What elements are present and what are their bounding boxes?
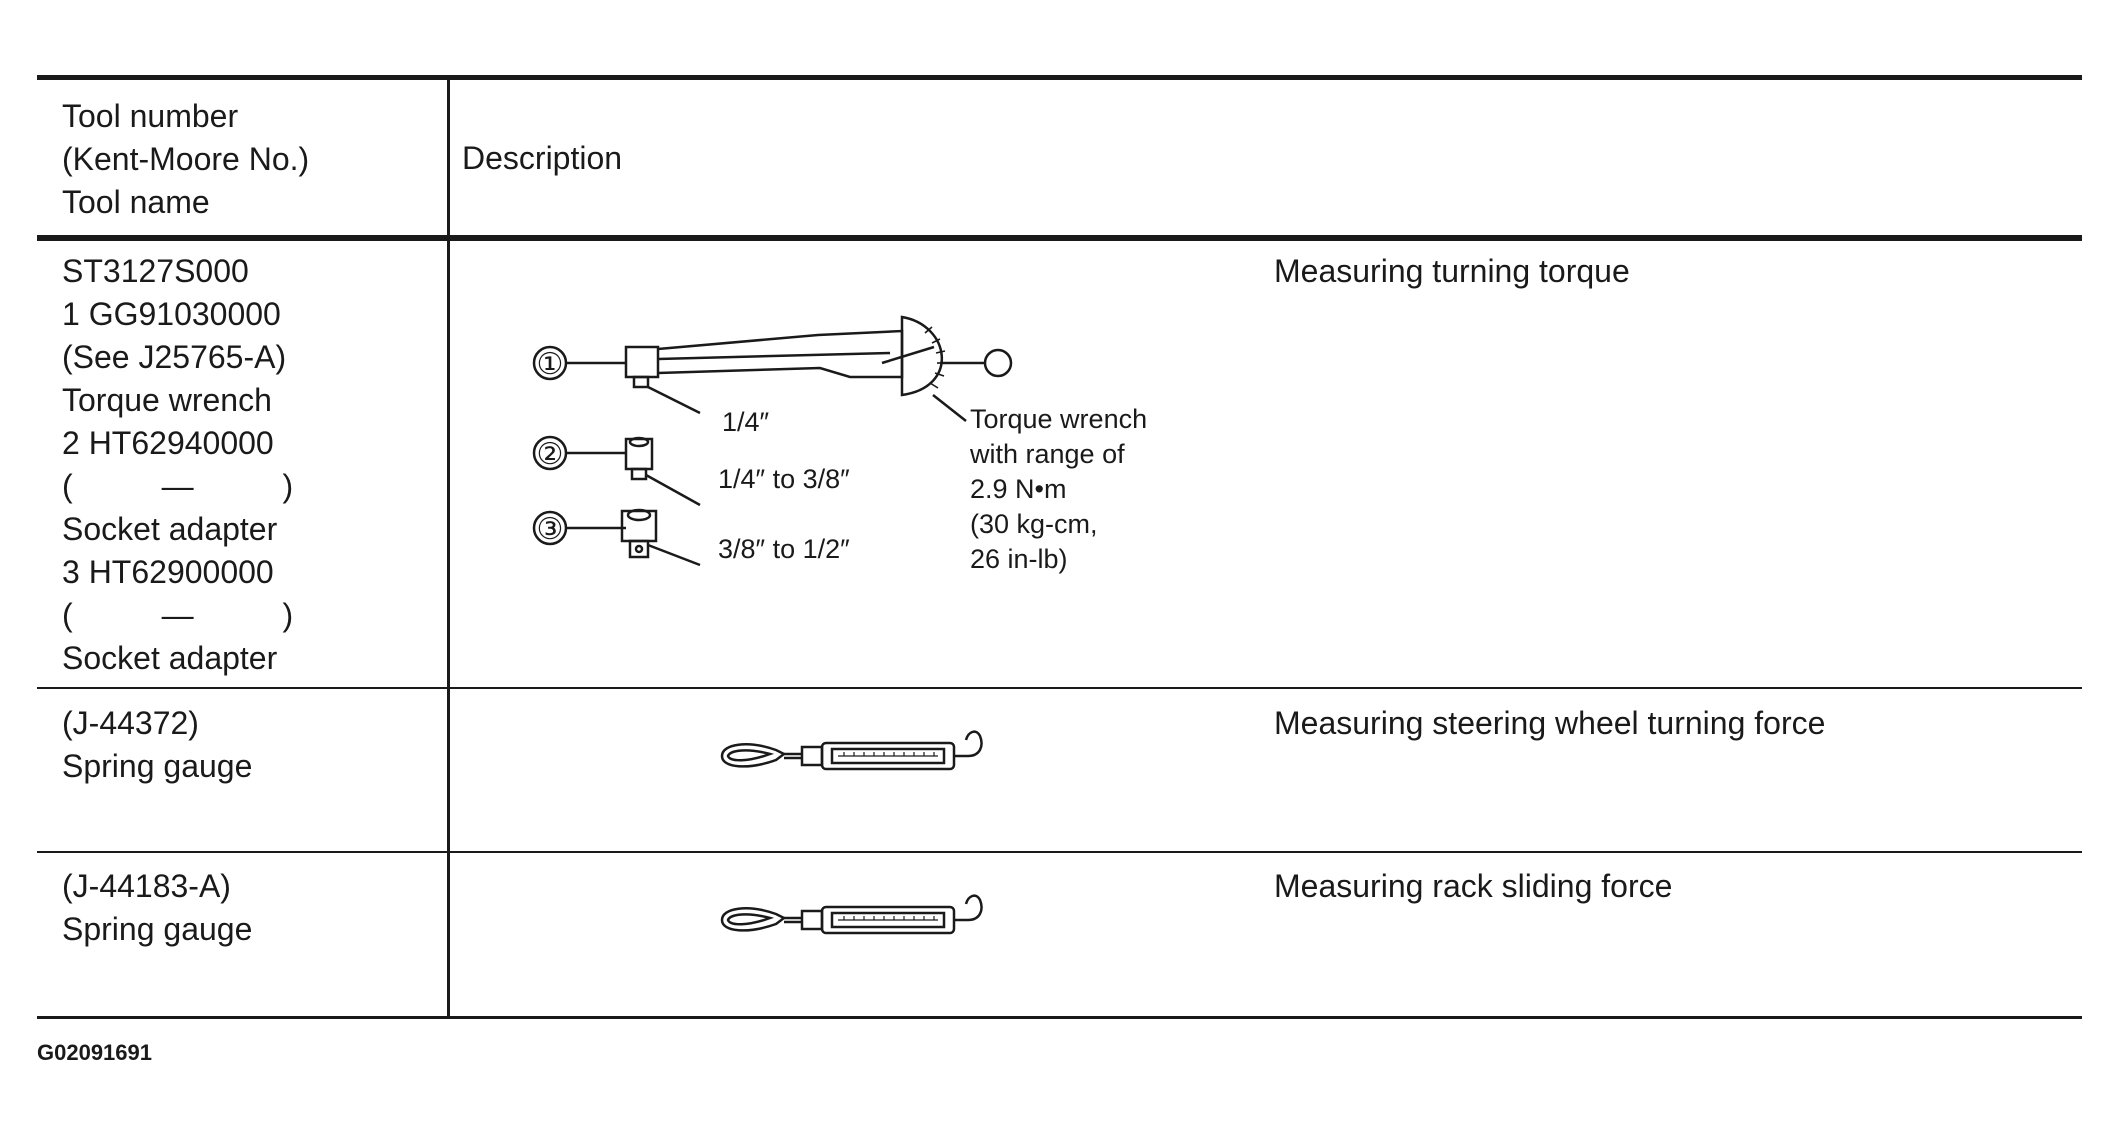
wrench-dial — [900, 315, 943, 397]
header-description: Description — [462, 140, 623, 176]
table-bottom-rule — [37, 1016, 2082, 1019]
callout-2-label: ② — [537, 438, 564, 471]
torque-note-line: (30 kg-cm, — [970, 509, 1098, 539]
tool-cell-torque-wrench: ST3127S000 1 GG91030000 (See J25765-A) T… — [62, 253, 294, 676]
callout-3-label: ③ — [537, 513, 564, 546]
size-label-1: 1/4″ — [722, 407, 770, 437]
spring-gauge-illustration — [720, 730, 983, 771]
table-top-rule — [37, 75, 2082, 80]
wrench-drive — [632, 375, 650, 389]
torque-wrench-illustration: ① ② ③ 1/4″ 1/4″ to 3/8″ 3/8″ to 1/2″ Tor… — [532, 315, 1147, 574]
size-label-2: 1/4″ to 3/8″ — [718, 464, 850, 494]
torque-note-line: with range of — [969, 439, 1125, 469]
table-column-divider — [447, 78, 450, 1018]
torque-note-line: 2.9 N•m — [970, 474, 1066, 504]
spring-gauge-illustration — [720, 894, 983, 935]
tool-cell-spring-gauge: (J-44183-A) Spring gauge — [62, 868, 253, 947]
wrench-knob — [983, 348, 1013, 378]
figure-code: G02091691 — [37, 1040, 152, 1065]
size-label-3: 3/8″ to 1/2″ — [718, 534, 850, 564]
wrench-head — [624, 345, 660, 379]
description-turning-torque: Measuring turning torque — [1274, 253, 1630, 289]
table-row-divider — [37, 687, 2082, 689]
header-tool-number: Tool number (Kent-Moore No.) Tool name — [62, 98, 310, 220]
description-rack-sliding-force: Measuring rack sliding force — [1274, 868, 1673, 904]
tool-cell-spring-gauge: (J-44372) Spring gauge — [62, 705, 253, 784]
description-steering-force: Measuring steering wheel turning force — [1274, 705, 1826, 741]
table-header-rule — [37, 235, 2082, 241]
table-row-divider — [37, 851, 2082, 853]
torque-note-line: 26 in-lb) — [970, 544, 1068, 574]
torque-note-line: Torque wrench — [970, 404, 1147, 434]
callout-1-label: ① — [537, 348, 564, 381]
